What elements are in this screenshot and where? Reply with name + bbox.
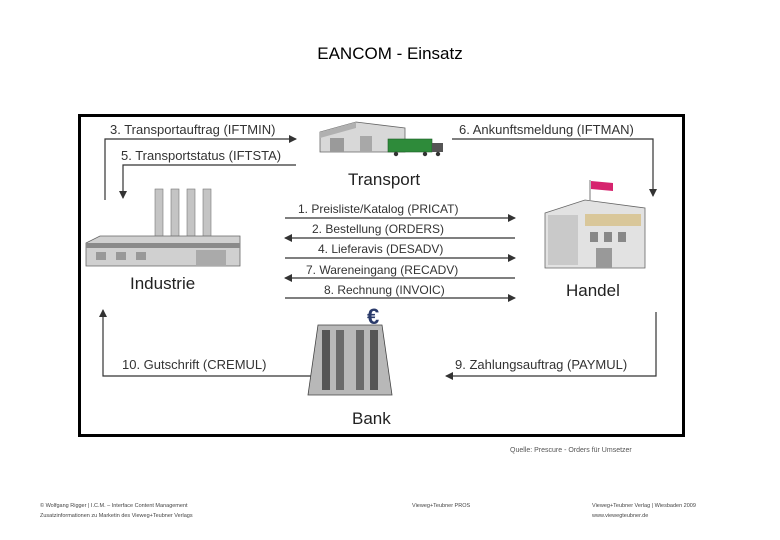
node-bank: Bank	[352, 409, 391, 428]
flow-label-f3: 3. Transportauftrag (IFTMIN)	[110, 122, 276, 137]
arrow-f3	[104, 135, 297, 200]
flow-label-f4: 4. Lieferavis (DESADV)	[318, 242, 444, 256]
flow-label-f5: 5. Transportstatus (IFTSTA)	[121, 148, 282, 163]
euro-icon: €	[367, 304, 380, 329]
bank-icon	[307, 324, 393, 396]
node-industrie: Industrie	[130, 274, 196, 293]
flow-label-f6: 6. Ankunftsmeldung (IFTMAN)	[459, 122, 634, 137]
node-handel: Handel	[566, 281, 620, 300]
page-title: EANCOM - Einsatz	[317, 44, 463, 63]
arrow-f5	[119, 164, 296, 199]
footer-right-line2: www.viewegteubner.de	[592, 513, 649, 519]
flow-label-f9: 9. Zahlungsauftrag (PAYMUL)	[455, 357, 628, 372]
arrow-f10	[99, 309, 318, 377]
flow-label-f1: 1. Preisliste/Katalog (PRICAT)	[298, 202, 459, 216]
arrow-f9	[445, 312, 657, 380]
node-transport: Transport	[348, 170, 421, 189]
truck-icon	[387, 138, 443, 157]
store-icon	[544, 180, 646, 269]
flow-label-f2: 2. Bestellung (ORDERS)	[312, 222, 445, 236]
flow-label-f8: 8. Rechnung (INVOIC)	[324, 283, 445, 297]
factory-icon	[85, 188, 241, 267]
flow-label-f7: 7. Wareneingang (RECADV)	[306, 263, 459, 277]
source-note: Quelle: Prescure - Orders für Umsetzer	[510, 447, 632, 454]
footer-center: Vieweg+Teubner PROS	[412, 503, 471, 509]
footer-left-line1: © Wolfgang Rigger | I.C.M. – Interface C…	[40, 503, 188, 509]
arrow-f6	[452, 138, 657, 197]
footer-right-line1: Vieweg+Teubner Verlag | Wiesbaden 2009	[592, 503, 696, 509]
flow-label-f10: 10. Gutschrift (CREMUL)	[122, 357, 267, 372]
footer-left-line2: Zusatzinformationen zu Marketin des View…	[40, 513, 193, 519]
